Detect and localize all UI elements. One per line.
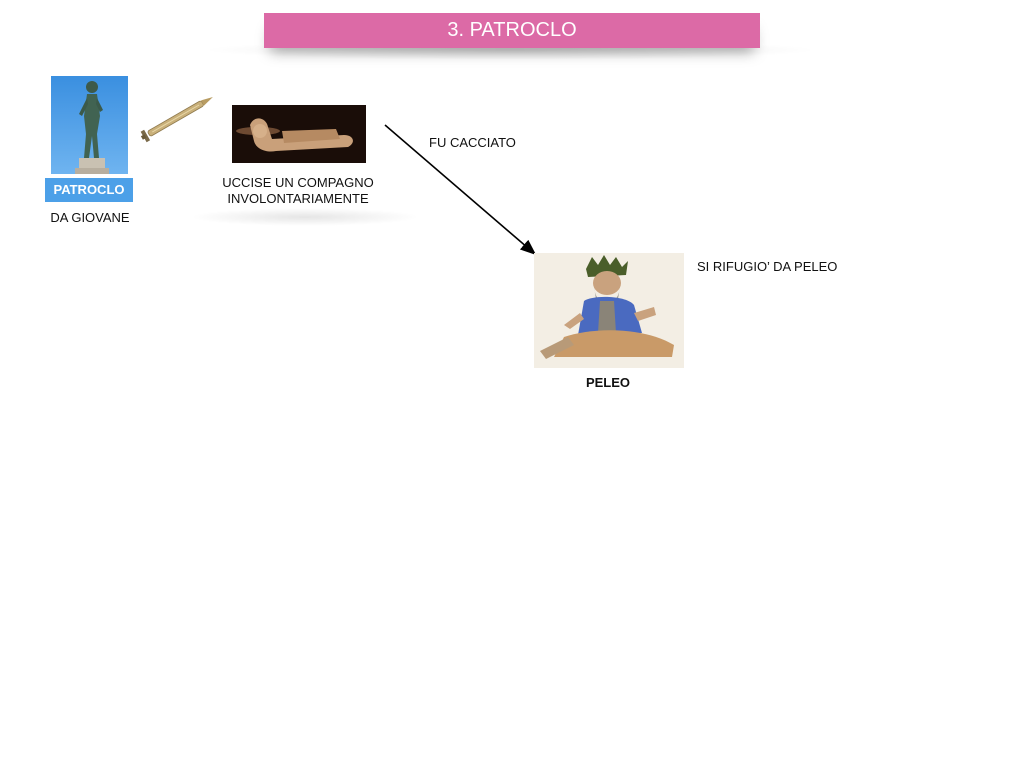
patroclo-statue-image bbox=[51, 76, 128, 174]
event-caption-line1: UCCISE UN COMPAGNO bbox=[222, 175, 374, 190]
relief-image bbox=[232, 105, 366, 163]
sword-icon bbox=[136, 88, 224, 144]
event-shadow bbox=[190, 208, 420, 226]
peleo-name: PELEO bbox=[585, 375, 631, 390]
event-caption-line2: INVOLONTARIAMENTE bbox=[227, 191, 369, 206]
slide-title: 3. PATROCLO bbox=[264, 13, 760, 48]
peleo-note: SI RIFUGIO’ DA PELEO bbox=[697, 259, 838, 274]
peleo-painting bbox=[534, 253, 684, 368]
patroclo-name-badge: PATROCLO bbox=[45, 178, 133, 202]
arrow-fu-cacciato bbox=[380, 120, 545, 260]
patroclo-caption: DA GIOVANE bbox=[50, 210, 130, 225]
arrow-label: FU CACCIATO bbox=[429, 135, 516, 150]
